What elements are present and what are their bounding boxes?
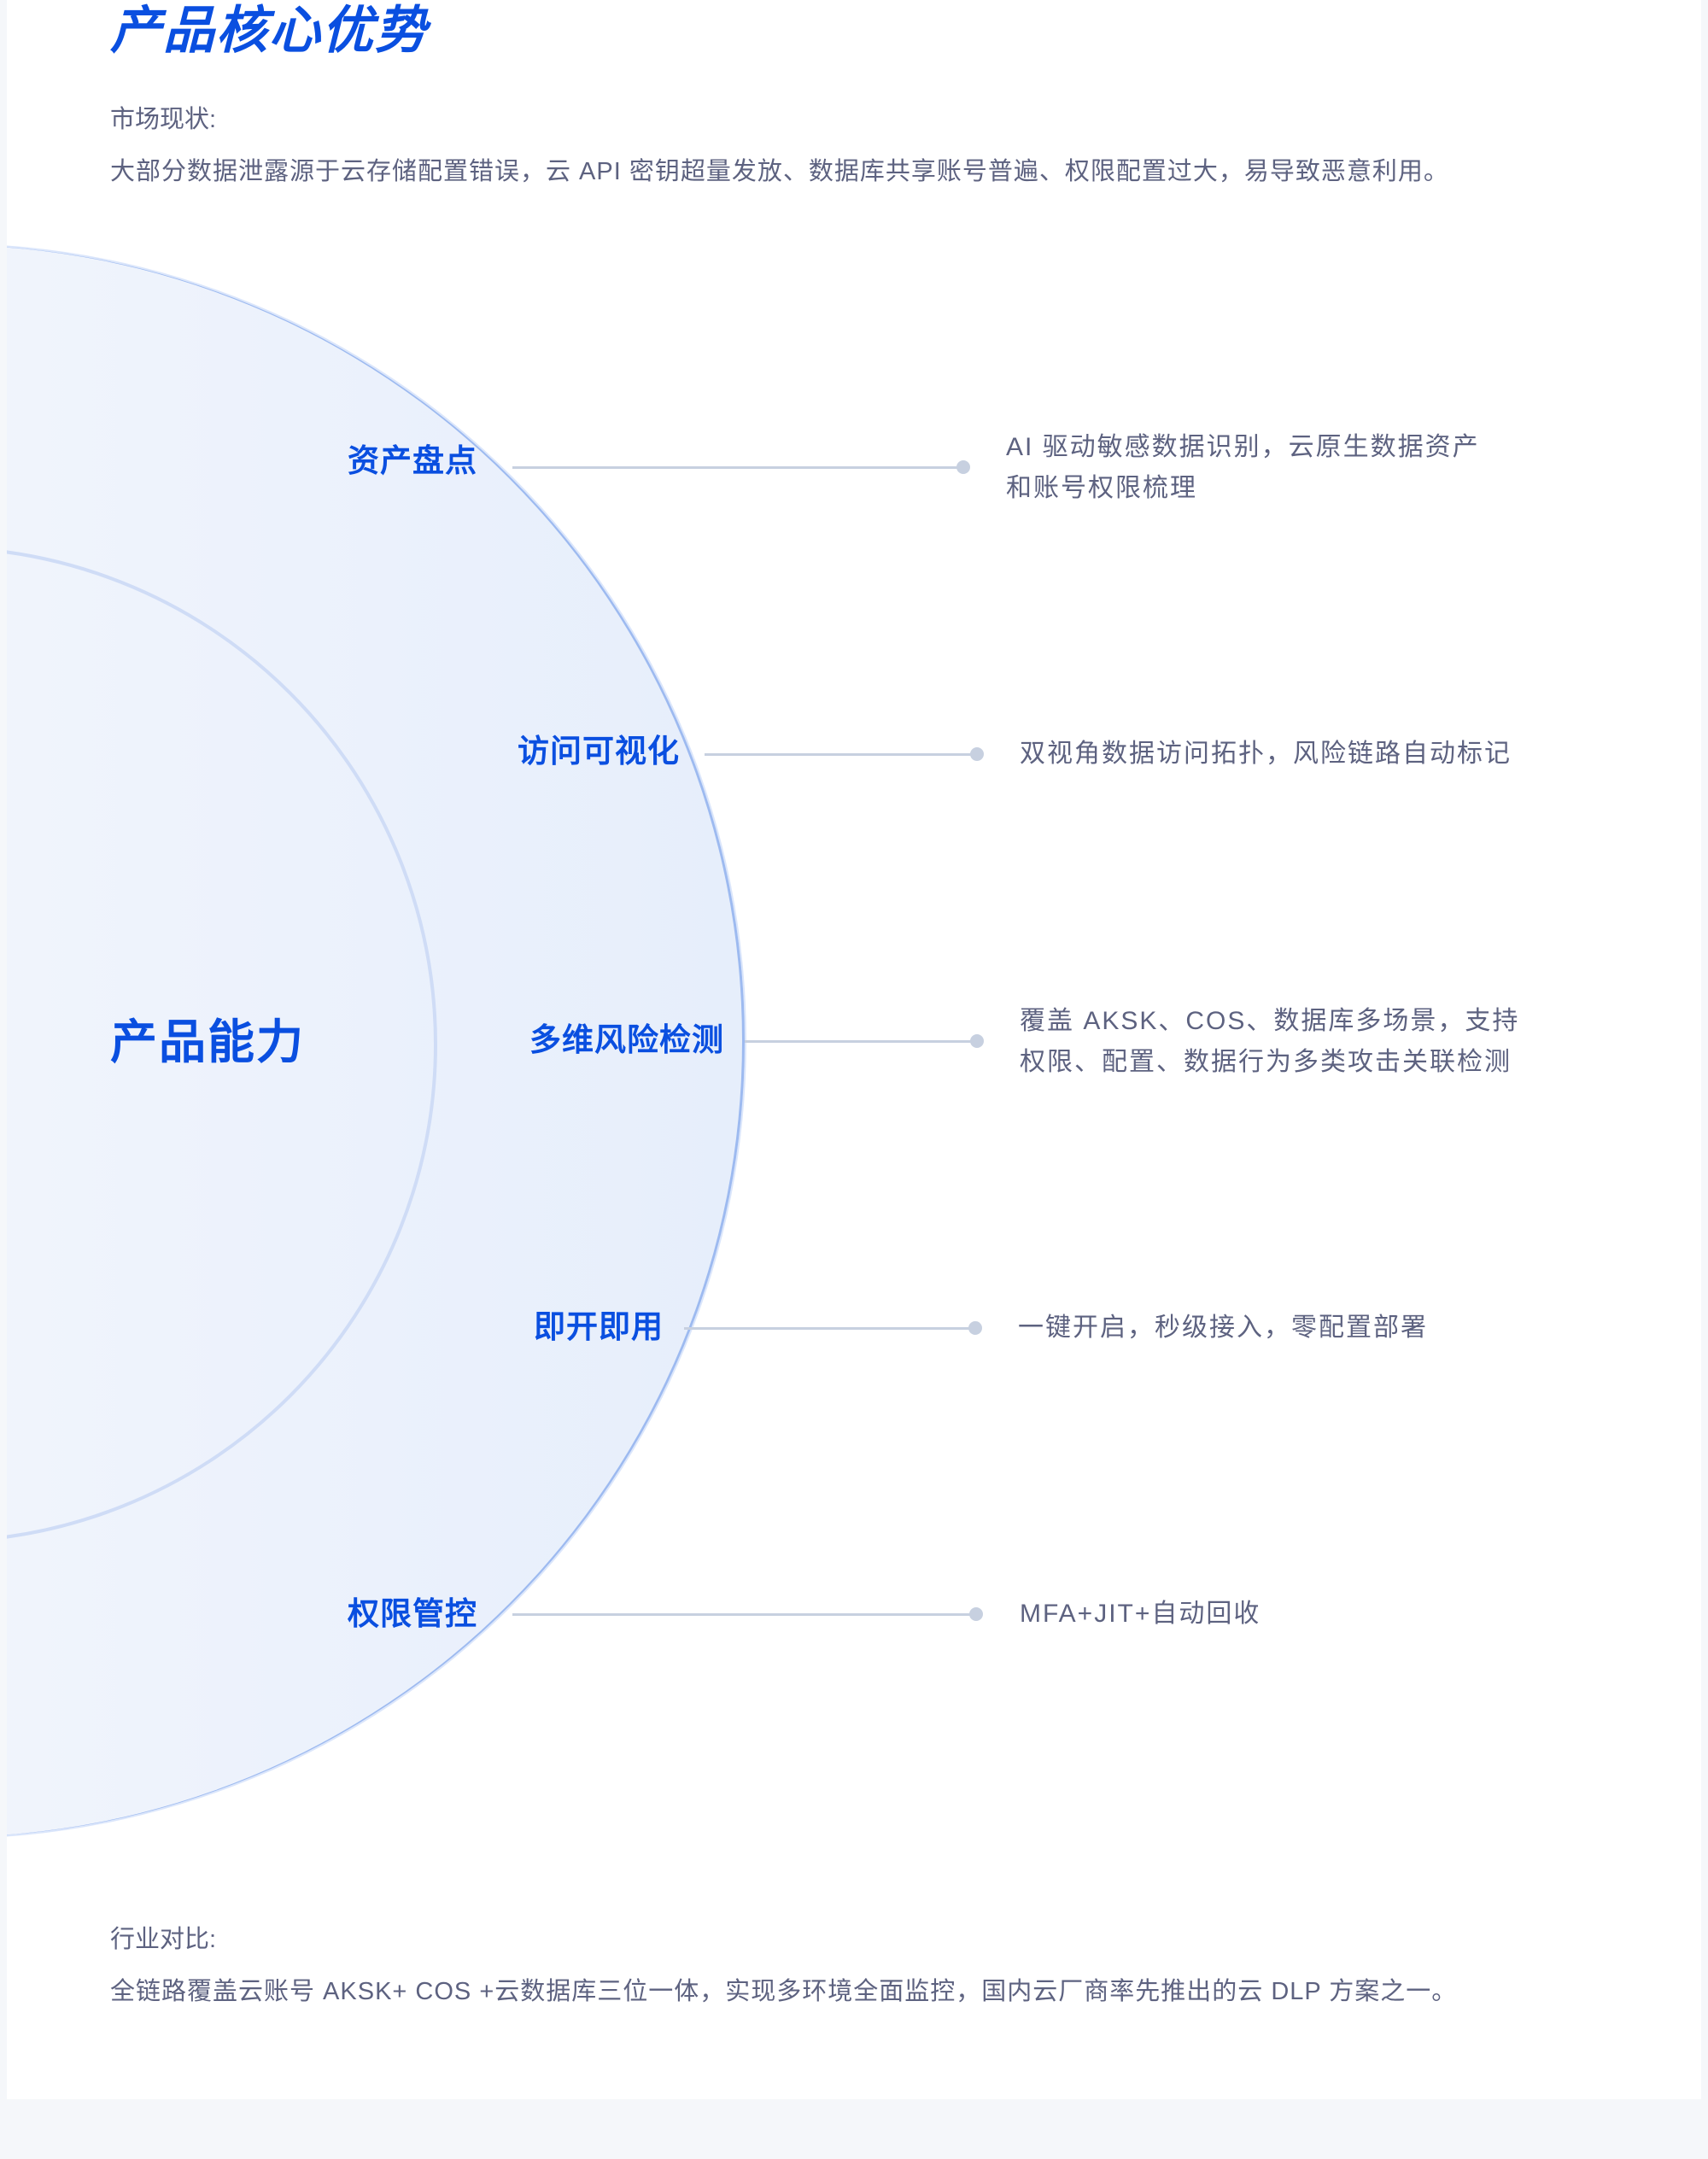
feature-desc-permission-control: MFA+JIT+自动回收 [1020,1594,1617,1635]
market-label: 市场现状: [110,106,217,133]
content-card: 产品核心优势 市场现状: 大部分数据泄露源于云存储配置错误，云 API 密钥超量… [7,0,1701,2099]
feature-desc-access-visualization: 双视角数据访问拓扑，风险链路自动标记 [1020,734,1617,775]
feature-label-instant-use: 即开即用 [534,1309,664,1344]
connector-line [512,1613,977,1616]
desc-line: 覆盖 AKSK、COS、数据库多场景，支持 [1020,1007,1520,1035]
connector-line [684,1327,976,1330]
desc-line: 权限、配置、数据行为多类攻击关联检测 [1020,1048,1512,1076]
industry-text: 全链路覆盖云账号 AKSK+ COS +云数据库三位一体，实现多环境全面监控，国… [110,1978,1458,2005]
connector-dot [970,747,984,761]
market-text: 大部分数据泄露源于云存储配置错误，云 API 密钥超量发放、数据库共享账号普遍、… [110,158,1449,185]
feature-label-access-visualization: 访问可视化 [518,734,680,769]
center-label: 产品能力 [110,1015,306,1068]
feature-label-asset-inventory: 资产盘点 [348,443,477,478]
feature-desc-risk-detection: 覆盖 AKSK、COS、数据库多场景，支持 权限、配置、数据行为多类攻击关联检测 [1020,1001,1617,1083]
page-title: 产品核心优势 [110,2,428,59]
desc-line: MFA+JIT+自动回收 [1020,1600,1261,1628]
feature-desc-instant-use: 一键开启，秒级接入，零配置部署 [1018,1308,1616,1349]
connector-line [745,1040,978,1043]
connector-dot [969,1607,983,1621]
feature-desc-asset-inventory: AI 驱动敏感数据识别，云原生数据资产 和账号权限梳理 [1006,427,1604,509]
feature-label-permission-control: 权限管控 [348,1596,477,1631]
connector-dot [968,1321,982,1335]
connector-dot [970,1034,984,1048]
desc-line: AI 驱动敏感数据识别，云原生数据资产 [1006,433,1480,461]
desc-line: 一键开启，秒级接入，零配置部署 [1018,1314,1428,1342]
connector-line [705,753,978,756]
desc-line: 双视角数据访问拓扑，风险链路自动标记 [1020,740,1512,768]
feature-label-risk-detection: 多维风险检测 [529,1022,724,1057]
desc-line: 和账号权限梳理 [1006,474,1197,502]
connector-line [512,466,963,469]
industry-label: 行业对比: [110,1926,217,1953]
connector-dot [956,460,970,474]
